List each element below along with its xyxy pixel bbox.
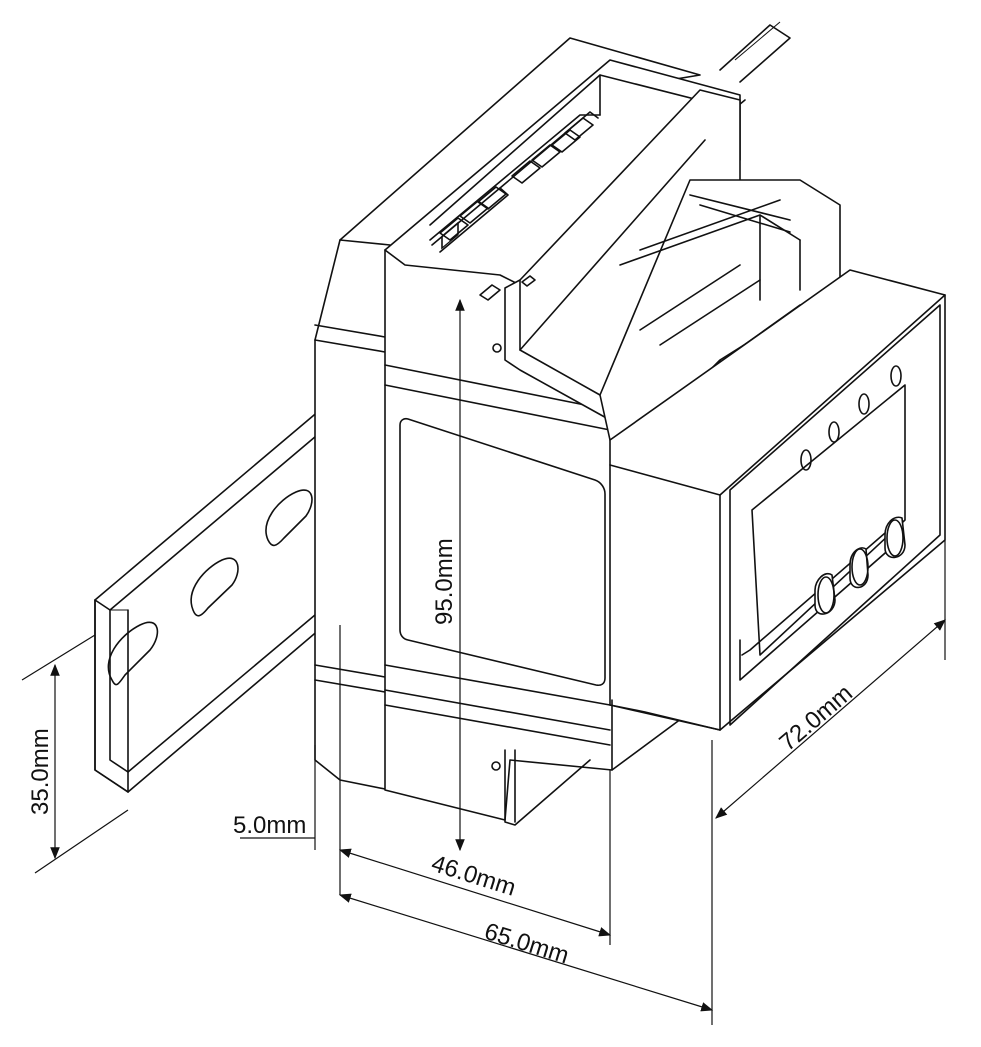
width-dimension-line	[715, 619, 946, 819]
din-rail	[94, 21, 791, 793]
total-depth-dimension-line	[338, 893, 714, 1012]
height-dimension-label: 95.0mm	[431, 538, 458, 625]
rail-height-dimension-label: 35.0mm	[27, 728, 54, 815]
offset-dimension-label: 5.0mm	[233, 812, 306, 839]
terminal-row	[431, 111, 599, 253]
body-depth-dimension-label: 46.0mm	[428, 850, 519, 902]
total-depth-dimension-label: 65.0mm	[481, 918, 572, 969]
dimension-lines	[21, 298, 946, 1025]
front-label-window	[399, 417, 606, 687]
width-dimension-label: 72.0mm	[774, 680, 857, 757]
